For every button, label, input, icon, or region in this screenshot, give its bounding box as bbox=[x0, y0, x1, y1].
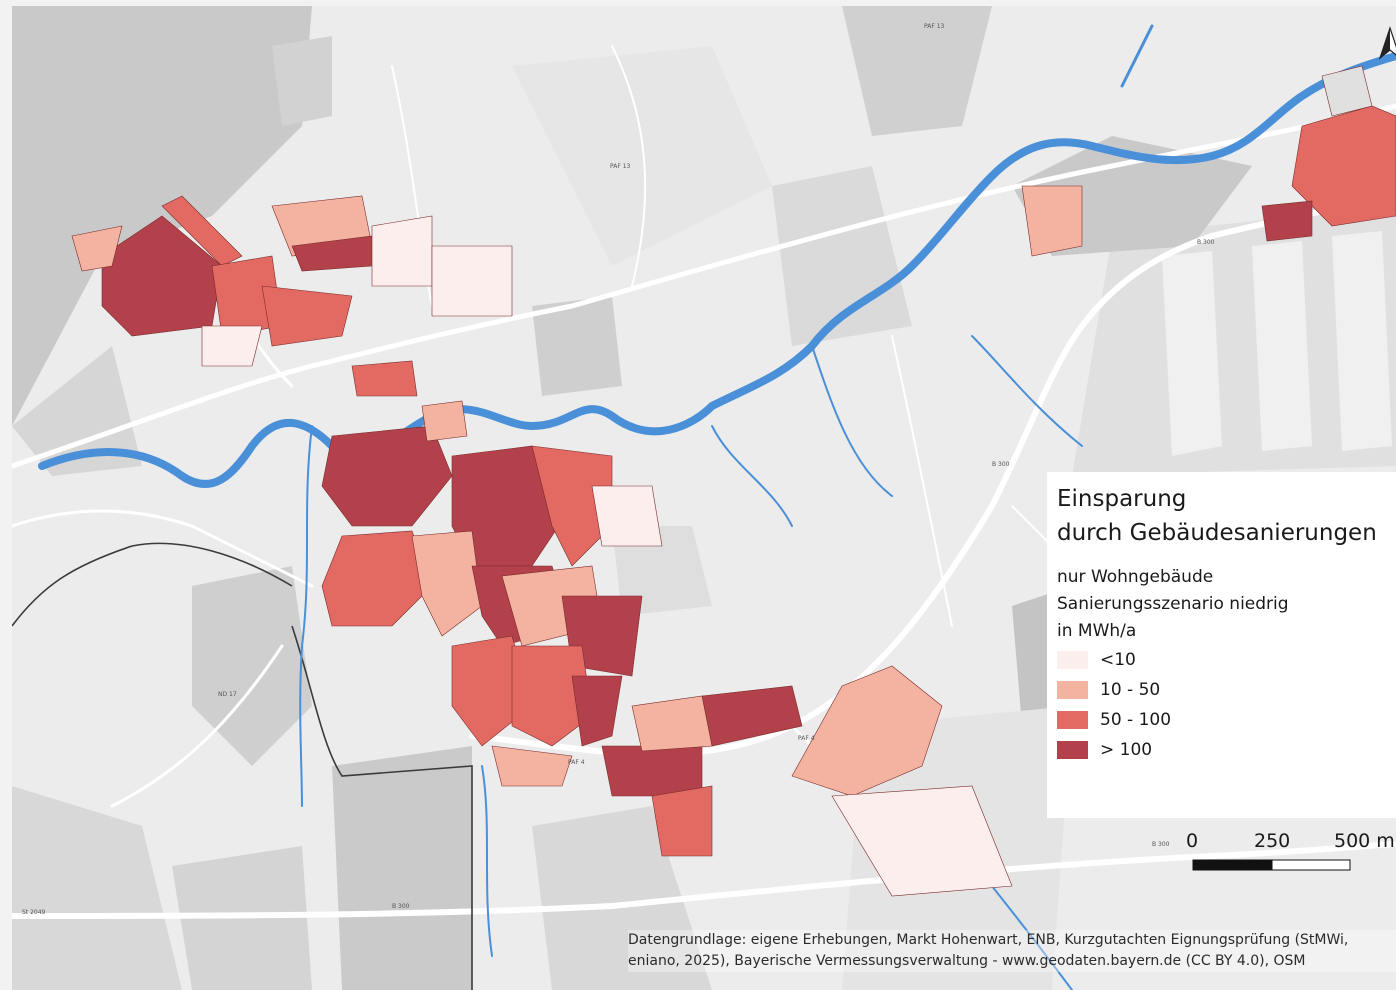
building-block-lt10[interactable] bbox=[591, 485, 663, 547]
building-block-lt10[interactable] bbox=[371, 215, 433, 287]
legend-title-line2: durch Gebäudesanierungen bbox=[1057, 520, 1377, 546]
boundary-layer bbox=[12, 542, 473, 990]
legend-label: 50 - 100 bbox=[1100, 710, 1172, 730]
building-block-50-100[interactable] bbox=[351, 360, 418, 397]
local-road bbox=[110, 644, 284, 808]
building-block-50-100[interactable] bbox=[321, 530, 433, 627]
legend-swatch bbox=[1057, 651, 1088, 669]
building-block-lt10[interactable] bbox=[431, 245, 513, 317]
building-block-10-50[interactable] bbox=[421, 400, 468, 442]
building-block-lt10[interactable] bbox=[201, 325, 263, 367]
building-block-50-100[interactable] bbox=[161, 195, 243, 267]
main-road bbox=[12, 841, 1396, 919]
legend-swatch bbox=[1057, 711, 1088, 729]
stream bbox=[299, 425, 313, 807]
legend-item: 50 - 100 bbox=[1057, 705, 1386, 735]
main-road bbox=[469, 193, 1396, 758]
field-area bbox=[612, 526, 712, 616]
local-road bbox=[611, 45, 647, 287]
river bbox=[38, 52, 1396, 489]
road-label: B 300 bbox=[1197, 239, 1215, 246]
road-label: PAF 4 bbox=[568, 759, 585, 766]
scale-label-0: 0 bbox=[1186, 830, 1199, 852]
legend-item: <10 bbox=[1057, 645, 1386, 675]
building-block-50-100[interactable] bbox=[261, 285, 353, 347]
legend-swatch bbox=[1057, 741, 1088, 759]
building-block-10-50[interactable] bbox=[71, 225, 123, 272]
field-strip bbox=[1332, 231, 1392, 451]
main-road bbox=[12, 103, 1396, 469]
building-block-10-50[interactable] bbox=[631, 695, 713, 752]
field-area bbox=[12, 786, 182, 990]
forest-area bbox=[192, 566, 312, 766]
forest-area bbox=[12, 346, 142, 476]
scale-label-500: 500 m bbox=[1334, 830, 1395, 852]
road-label: PAF 4 bbox=[798, 735, 815, 742]
legend-subtitle-line1: nur Wohngebäude bbox=[1057, 567, 1214, 587]
building-block-50-100[interactable] bbox=[651, 785, 713, 857]
scale-bar: 0 250 500 m bbox=[1180, 826, 1396, 876]
north-arrow-icon bbox=[1378, 26, 1396, 60]
building-layer bbox=[71, 65, 1396, 897]
municipal-boundary bbox=[12, 542, 293, 627]
building-block-gt100[interactable] bbox=[571, 675, 623, 747]
stream bbox=[711, 425, 793, 527]
road-label: PAF 13 bbox=[924, 23, 945, 30]
field-area bbox=[512, 46, 772, 266]
road-label-layer: PAF 13 PAF 13 B 300 B 300 B 300 B 300 St… bbox=[22, 23, 1215, 916]
map-legend: Einsparung durch Gebäudesanierungen nur … bbox=[1047, 472, 1396, 818]
scale-bar-graphic bbox=[1192, 859, 1351, 871]
building-block-gt100[interactable] bbox=[1261, 200, 1313, 242]
legend-unit: in MWh/a bbox=[1057, 621, 1137, 641]
road-label: B 300 bbox=[992, 461, 1010, 468]
road-label: B 300 bbox=[392, 903, 410, 910]
legend-subtitle-line2: Sanierungsszenario niedrig bbox=[1057, 594, 1289, 614]
building-block-50-100[interactable] bbox=[511, 645, 593, 747]
legend-label: <10 bbox=[1100, 650, 1136, 670]
legend-swatch bbox=[1057, 681, 1088, 699]
field-strip bbox=[1252, 241, 1312, 451]
legend-label: 10 - 50 bbox=[1100, 680, 1161, 700]
road-label: St 2049 bbox=[22, 909, 46, 916]
building-block-10-50[interactable] bbox=[491, 745, 573, 787]
local-road bbox=[12, 509, 314, 588]
legend-item: 10 - 50 bbox=[1057, 675, 1386, 705]
local-road bbox=[891, 335, 953, 627]
building-block-10-50[interactable] bbox=[1021, 185, 1083, 257]
stream bbox=[1120, 24, 1154, 88]
field-area bbox=[772, 166, 912, 346]
legend-class-list: <10 10 - 50 50 - 100 > 100 bbox=[1057, 645, 1386, 765]
road-label: ND 17 bbox=[218, 691, 237, 698]
legend-label: > 100 bbox=[1100, 740, 1153, 760]
building-block-10-50[interactable] bbox=[411, 530, 483, 637]
municipal-boundary bbox=[291, 625, 473, 990]
legend-item: > 100 bbox=[1057, 735, 1386, 765]
building-block-lt10[interactable] bbox=[831, 785, 1013, 897]
forest-area bbox=[842, 6, 992, 136]
building-block-50-100[interactable] bbox=[531, 445, 613, 567]
legend-title-line1: Einsparung bbox=[1057, 486, 1187, 512]
building-block[interactable] bbox=[1321, 65, 1373, 117]
field-strip bbox=[1162, 251, 1222, 456]
stream bbox=[971, 335, 1083, 447]
attribution-text: Datengrundlage: eigene Erhebungen, Markt… bbox=[628, 930, 1396, 972]
forest-area bbox=[332, 746, 472, 990]
stream bbox=[481, 765, 493, 957]
attribution-line1: Datengrundlage: eigene Erhebungen, Markt… bbox=[628, 932, 1349, 948]
road-label: PAF 13 bbox=[610, 163, 631, 170]
field-area bbox=[1072, 206, 1396, 476]
forest-area bbox=[272, 36, 332, 126]
attribution-line2: eniano, 2025), Bayerische Vermessungsver… bbox=[628, 953, 1306, 969]
scale-label-250: 250 bbox=[1254, 830, 1291, 852]
road-label: B 300 bbox=[1152, 841, 1170, 848]
building-block-gt100[interactable] bbox=[601, 745, 703, 797]
stream bbox=[811, 345, 893, 497]
field-area bbox=[532, 296, 622, 396]
